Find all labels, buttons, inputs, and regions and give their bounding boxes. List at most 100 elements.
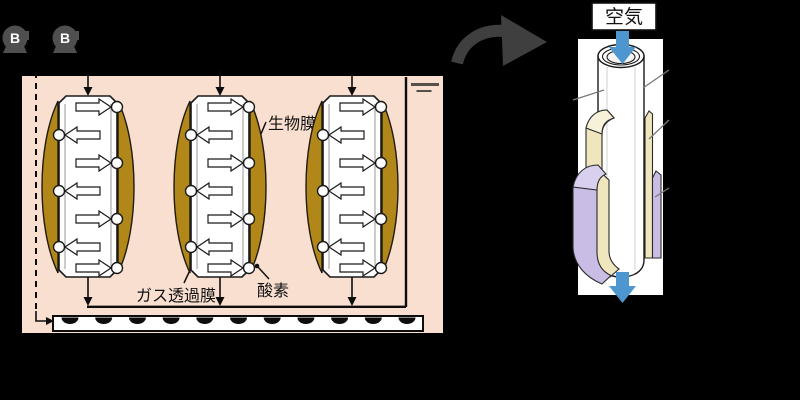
oxygen-transfer-arrow <box>327 125 365 145</box>
blower-label: B <box>60 30 70 46</box>
diffuser-dome <box>398 317 416 325</box>
oxygen-transfer-arrow <box>63 125 101 145</box>
blower-body <box>52 25 78 51</box>
blower-label: B <box>10 30 20 46</box>
air-label: 空気 <box>605 6 643 28</box>
diffuser-dome <box>95 317 113 325</box>
oxygen-leader-dot <box>254 263 260 269</box>
label-biofilm: 生物膜 <box>268 115 316 133</box>
oxygen-bubble <box>374 261 388 275</box>
biofilm-lens-left <box>41 100 59 274</box>
oxygen-bubble <box>52 240 66 254</box>
diffuser-dome <box>162 317 180 325</box>
oxygen-bubble <box>110 261 124 275</box>
oxygen-bubble <box>52 128 66 142</box>
biofilm-lens-left <box>305 100 323 274</box>
oxygen-transfer-arrow <box>207 97 245 117</box>
oxygen-transfer-arrow <box>339 153 377 173</box>
inner-layer-right <box>644 110 654 259</box>
oxygen-bubble <box>242 261 256 275</box>
oxygen-bubble <box>184 128 198 142</box>
oxygen-transfer-arrow <box>195 181 233 201</box>
diffuser-dome <box>364 317 382 325</box>
oxygen-bubble <box>242 100 256 114</box>
oxygen-bubble <box>316 128 330 142</box>
water-level-icon <box>411 83 439 92</box>
diffuser-dome <box>230 317 247 325</box>
diffuser-feed-arrowhead <box>46 317 54 325</box>
detail-leader-line <box>642 69 670 89</box>
zoom-arrow-icon <box>451 15 547 66</box>
membrane-module <box>173 71 267 306</box>
detail-leader-line <box>572 89 605 101</box>
diffuser-bar <box>52 315 424 332</box>
biofilm-lens-right <box>249 100 267 274</box>
oxygen-transfer-arrow <box>327 237 365 257</box>
outer-layer-top-face <box>572 164 607 191</box>
diffuser-dome <box>128 317 146 325</box>
oxygen-transfer-arrow <box>207 153 245 173</box>
oxygen-transfer-arrow <box>339 97 377 117</box>
oxygen-transfer-arrow <box>339 258 377 278</box>
diffuser-dome <box>297 317 315 325</box>
diffuser-dome <box>196 317 214 325</box>
oxygen-transfer-arrow <box>75 153 113 173</box>
module-feed-arrow <box>215 87 225 96</box>
diffuser-dome <box>263 317 281 325</box>
oxygen-transfer-arrow <box>75 258 113 278</box>
biofilm-lens-right <box>117 100 135 274</box>
tank-annotations: 生物膜 ガス透過膜 酸素 <box>136 115 316 305</box>
module-drain-arrow <box>215 297 225 306</box>
oxygen-leader-line <box>257 266 270 280</box>
label-oxygen: 酸素 <box>257 282 289 300</box>
label-gas-permeable-membrane: ガス透過膜 <box>136 287 216 305</box>
oxygen-transfer-arrow <box>195 237 233 257</box>
oxygen-bubble <box>110 156 124 170</box>
module-drain-arrow <box>83 297 93 306</box>
air-supply-dashed-line <box>35 72 54 325</box>
membrane-tube-detail: 空気 <box>572 2 670 303</box>
biofilm-lens-right <box>381 100 399 274</box>
oxygen-bubble <box>374 100 388 114</box>
oxygen-transfer-arrow <box>75 97 113 117</box>
oxygen-bubble <box>110 212 124 226</box>
detail-leader-line <box>648 119 670 140</box>
air-in-arrow-icon <box>609 31 636 64</box>
oxygen-bubble <box>52 184 66 198</box>
oxygen-transfer-arrow <box>195 125 233 145</box>
outer-layer-left <box>572 186 612 285</box>
outer-layer-right <box>651 170 662 259</box>
module-drain-arrow <box>347 297 357 306</box>
oxygen-bubble <box>184 184 198 198</box>
blower-icon: B <box>2 25 29 53</box>
oxygen-bubble <box>184 240 198 254</box>
oxygen-transfer-arrow <box>327 181 365 201</box>
oxygen-transfer-arrow <box>339 209 377 229</box>
oxygen-bubble <box>242 156 256 170</box>
oxygen-transfer-arrow <box>207 258 245 278</box>
oxygen-bubble <box>316 184 330 198</box>
inner-layer-top-face <box>585 109 615 135</box>
oxygen-transfer-arrow <box>75 209 113 229</box>
oxygen-bubble <box>374 156 388 170</box>
blower-body <box>2 25 28 51</box>
module-feed-arrow <box>347 87 357 96</box>
oxygen-bubble <box>316 240 330 254</box>
oxygen-bubble <box>374 212 388 226</box>
air-label-box <box>591 2 657 31</box>
diffuser-dome <box>61 317 79 325</box>
detail-leader-line <box>654 187 670 198</box>
oxygen-transfer-arrow <box>63 181 101 201</box>
oxygen-transfer-arrow <box>207 209 245 229</box>
oxygen-bubble <box>110 100 124 114</box>
membrane-module <box>41 71 135 306</box>
blower-icon: B <box>52 25 79 53</box>
air-out-arrow-icon <box>609 272 636 303</box>
diffuser-domes <box>61 317 416 325</box>
oxygen-bubble <box>242 212 256 226</box>
oxygen-transfer-arrow <box>63 237 101 257</box>
module-feed-arrow <box>83 87 93 96</box>
biofilm-lens-left <box>173 100 191 274</box>
membrane-module <box>305 71 399 306</box>
